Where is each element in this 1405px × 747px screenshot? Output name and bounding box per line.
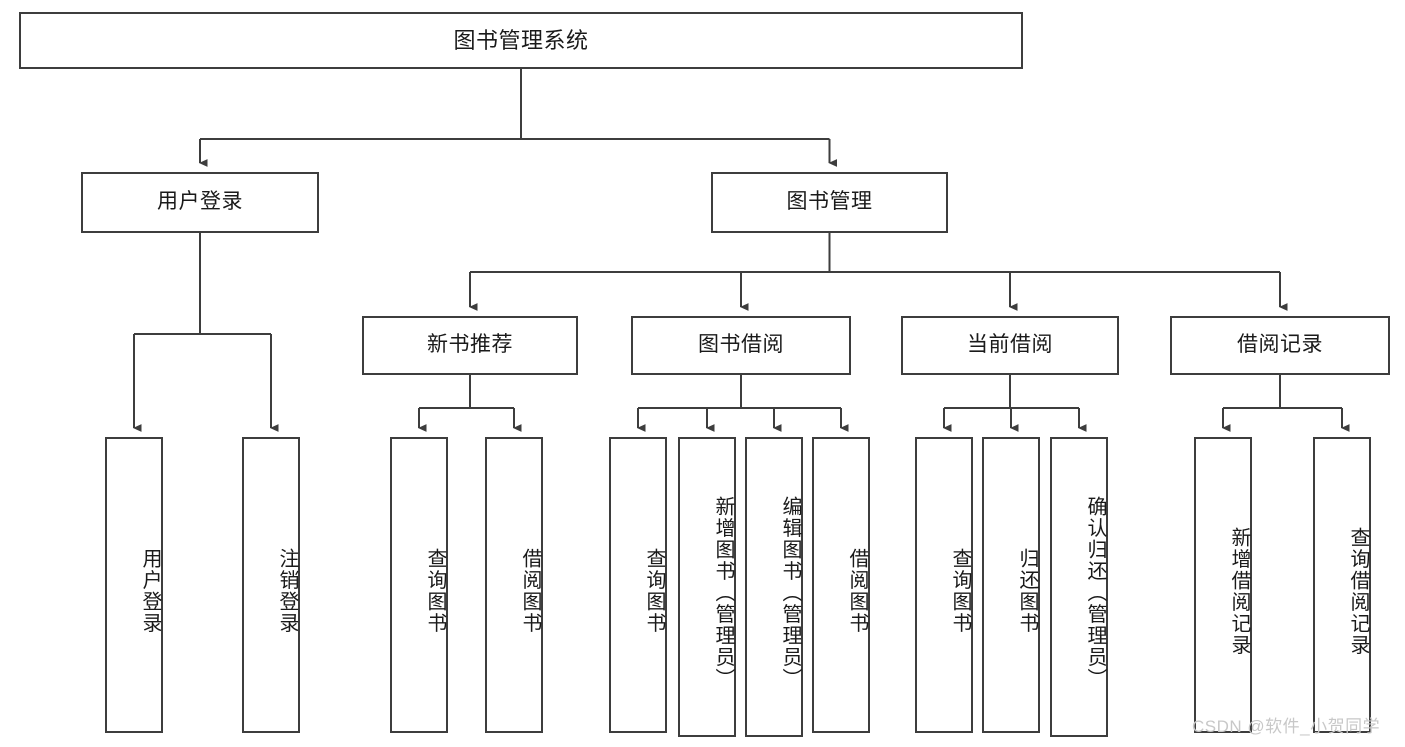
- node-leaf-borrow-book-2-label: 借阅图书: [846, 548, 868, 634]
- node-leaf-add-record[interactable]: 新增借阅记录: [1194, 437, 1252, 733]
- node-leaf-edit-book-label: 编辑图书（管理员）: [779, 496, 801, 690]
- node-book-manage[interactable]: 图书管理: [711, 172, 948, 233]
- node-leaf-add-book-label: 新增图书（管理员）: [712, 496, 734, 690]
- node-leaf-logout[interactable]: 注销登录: [242, 437, 300, 733]
- node-leaf-edit-book[interactable]: 编辑图书（管理员）: [745, 437, 803, 737]
- node-leaf-query-book-1-label: 查询图书: [424, 548, 446, 634]
- node-leaf-confirm-return[interactable]: 确认归还（管理员）: [1050, 437, 1108, 737]
- node-leaf-borrow-book-1-label: 借阅图书: [519, 548, 541, 634]
- node-leaf-return-book[interactable]: 归还图书: [982, 437, 1040, 733]
- node-new-book-recommend[interactable]: 新书推荐: [362, 316, 578, 375]
- node-leaf-logout-label: 注销登录: [276, 548, 298, 634]
- node-leaf-borrow-book-1[interactable]: 借阅图书: [485, 437, 543, 733]
- node-leaf-query-book-3[interactable]: 查询图书: [915, 437, 973, 733]
- node-book-borrow[interactable]: 图书借阅: [631, 316, 851, 375]
- node-borrow-record[interactable]: 借阅记录: [1170, 316, 1390, 375]
- node-leaf-query-book-2[interactable]: 查询图书: [609, 437, 667, 733]
- node-leaf-query-book-1[interactable]: 查询图书: [390, 437, 448, 733]
- node-leaf-confirm-return-label: 确认归还（管理员）: [1084, 496, 1106, 690]
- node-leaf-add-record-label: 新增借阅记录: [1228, 526, 1250, 656]
- node-leaf-query-book-2-label: 查询图书: [643, 548, 665, 634]
- node-root[interactable]: 图书管理系统: [19, 12, 1023, 69]
- node-leaf-user-login[interactable]: 用户登录: [105, 437, 163, 733]
- node-user-login[interactable]: 用户登录: [81, 172, 319, 233]
- node-leaf-add-book[interactable]: 新增图书（管理员）: [678, 437, 736, 737]
- node-leaf-return-book-label: 归还图书: [1016, 548, 1038, 634]
- node-leaf-user-login-label: 用户登录: [139, 548, 161, 634]
- node-leaf-query-record[interactable]: 查询借阅记录: [1313, 437, 1371, 733]
- node-current-borrow[interactable]: 当前借阅: [901, 316, 1119, 375]
- node-leaf-query-record-label: 查询借阅记录: [1347, 526, 1369, 656]
- node-leaf-borrow-book-2[interactable]: 借阅图书: [812, 437, 870, 733]
- node-leaf-query-book-3-label: 查询图书: [949, 548, 971, 634]
